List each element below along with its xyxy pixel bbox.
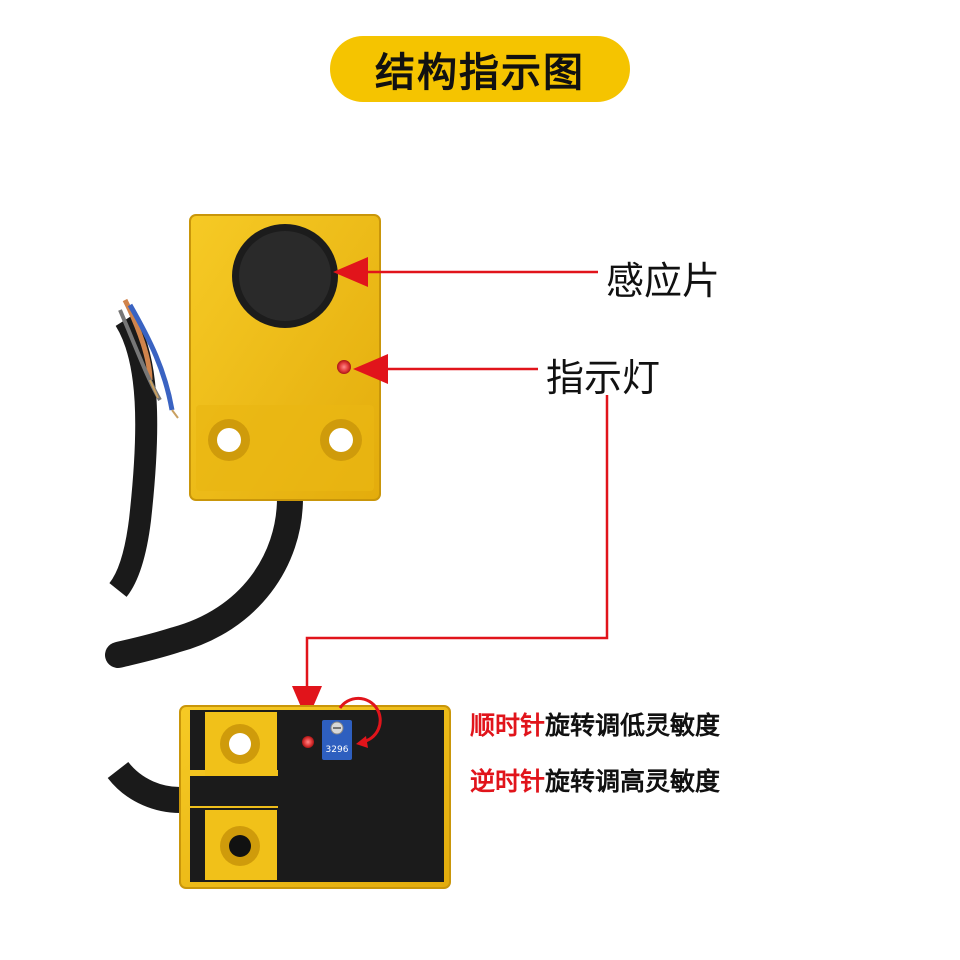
title-banner: 结构指示图 bbox=[330, 36, 630, 102]
sensing-plate bbox=[232, 224, 338, 328]
clockwise-effect: 旋转调低灵敏度 bbox=[545, 711, 721, 740]
mounting-hole-left bbox=[208, 419, 250, 461]
back-indicator-led bbox=[302, 736, 314, 748]
bottom-mounting-hole-bottom bbox=[220, 826, 260, 866]
back-led-connector-line bbox=[292, 395, 609, 721]
mounting-hole-right bbox=[320, 419, 362, 461]
rotation-arrow-head-icon bbox=[356, 736, 368, 748]
top-sensor-cable bbox=[105, 298, 303, 668]
sensitivity-potentiometer: 3296 bbox=[322, 720, 352, 760]
sensor-plate-label: 感应片 bbox=[606, 259, 721, 303]
rotation-arrow-icon bbox=[338, 696, 382, 744]
counterclockwise-effect: 旋转调高灵敏度 bbox=[545, 767, 721, 796]
bottom-sensor-housing bbox=[179, 705, 451, 889]
potentiometer-marking: 3296 bbox=[326, 745, 349, 755]
clockwise-label: 顺时针 bbox=[470, 711, 546, 740]
indicator-light-label: 指示灯 bbox=[546, 356, 661, 400]
bottom-mounting-hole-top bbox=[220, 724, 260, 764]
bottom-sensor-cable bbox=[107, 761, 181, 813]
counterclockwise-adjustment-note: 逆时针旋转调高灵敏度 bbox=[470, 762, 720, 798]
clockwise-adjustment-note: 顺时针旋转调低灵敏度 bbox=[470, 706, 720, 742]
indicator-led bbox=[337, 360, 351, 374]
counterclockwise-label: 逆时针 bbox=[470, 767, 546, 796]
